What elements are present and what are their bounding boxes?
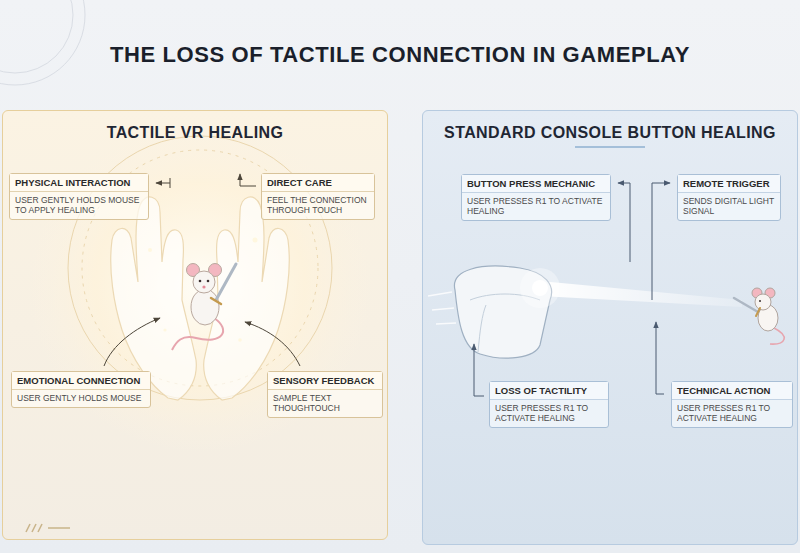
streak — [428, 292, 452, 296]
ornament-ring — [0, 0, 85, 85]
callout-heading: EMOTIONAL CONNECTION — [12, 372, 150, 390]
callout-body: SAMPLE TEXT THOUGHTOUCH — [268, 390, 382, 417]
callout-box: EMOTIONAL CONNECTIONUSER GENTLY HOLDS MO… — [11, 371, 151, 408]
callout-body: USER GENTLY HOLDS MOUSE TO APPLY HEALING — [10, 192, 148, 219]
callout-box: PHYSICAL INTERACTIONUSER GENTLY HOLDS MO… — [9, 173, 149, 220]
glow — [532, 280, 548, 296]
callout-body: FEEL THE CONNECTION THROUGH TOUCH — [262, 192, 374, 219]
slash — [26, 524, 30, 532]
sword-blade — [734, 298, 758, 312]
panel: STANDARD CONSOLE BUTTON HEALING BUTTON PR… — [422, 110, 798, 545]
panel-heading: TACTILE VR HEALING — [3, 111, 387, 142]
callout-body: USER PRESSES R1 TO ACTIVATE HEALING — [490, 400, 608, 427]
sword-hilt — [211, 298, 221, 304]
mouse-head — [193, 271, 215, 293]
sparkle — [163, 328, 166, 331]
glow — [520, 268, 560, 308]
sparkle — [238, 338, 242, 342]
leader-line — [474, 344, 484, 396]
corner-ornament — [0, 0, 85, 85]
callout-box: DIRECT CAREFEEL THE CONNECTION THROUGH T… — [261, 173, 375, 220]
ornament-ring — [0, 0, 73, 73]
hand — [111, 197, 197, 400]
slash — [32, 524, 36, 532]
mouse-eye — [759, 300, 761, 302]
sword-blade — [216, 264, 236, 300]
mouse-eye — [199, 280, 202, 283]
callout-box: LOSS OF TACTILITYUSER PRESSES R1 TO ACTI… — [489, 381, 609, 428]
callout-body: USER GENTLY HOLDS MOUSE — [12, 390, 150, 407]
cupped-hands — [111, 197, 290, 400]
light-beam — [540, 281, 742, 307]
leader-line — [156, 178, 170, 188]
sparkles — [148, 238, 258, 342]
leader-line — [104, 318, 160, 366]
callout-heading: PHYSICAL INTERACTION — [10, 174, 148, 192]
callout-box: TECHNICAL ACTIONUSER PRESSES R1 TO ACTIV… — [671, 381, 793, 428]
controller — [454, 266, 560, 358]
panel: TACTILE VR HEALINGPHYSICAL INTERACTIONUS… — [2, 110, 388, 540]
sword-hilt — [756, 308, 760, 316]
callout-body: SENDS DIGITAL LIGHT SIGNAL — [678, 193, 780, 220]
leader-line — [652, 183, 670, 300]
mouse-eye — [207, 280, 210, 283]
streak — [436, 323, 456, 324]
panel-heading: STANDARD CONSOLE BUTTON HEALING — [423, 111, 797, 142]
leader-line — [245, 322, 300, 366]
callout-body: USER PRESSES R1 TO ACTIVATE HEALING — [672, 400, 792, 427]
slash — [38, 524, 42, 532]
trigger-seam — [478, 305, 486, 352]
motion-streaks — [428, 292, 456, 324]
mouse-figure — [172, 264, 236, 351]
mouse-body — [191, 289, 219, 325]
mouse-head — [755, 294, 771, 310]
leader-line — [240, 174, 256, 186]
diagram-title: THE LOSS OF TACTILE CONNECTION IN GAMEPL… — [0, 42, 800, 68]
mouse-figure — [734, 288, 784, 344]
callout-heading: BUTTON PRESS MECHANIC — [462, 175, 610, 193]
callout-box: SENSORY FEEDBACKSAMPLE TEXT THOUGHTOUCH — [267, 371, 383, 418]
panel-ground — [422, 110, 798, 545]
slash — [48, 527, 70, 529]
leader-line — [618, 183, 630, 262]
sparkle — [148, 248, 152, 252]
callout-box: REMOTE TRIGGERSENDS DIGITAL LIGHT SIGNAL — [677, 174, 781, 221]
callout-body: USER PRESSES R1 TO ACTIVATE HEALING — [462, 193, 610, 220]
callout-heading: REMOTE TRIGGER — [678, 175, 780, 193]
hand — [204, 197, 290, 400]
streak — [432, 308, 454, 310]
heading-rule — [575, 146, 645, 148]
panel-ground — [2, 110, 388, 540]
mouse-nose — [202, 285, 205, 288]
leader-line — [656, 322, 664, 394]
callout-box: BUTTON PRESS MECHANICUSER PRESSES R1 TO … — [461, 174, 611, 221]
callout-heading: DIRECT CARE — [262, 174, 374, 192]
callout-heading: SENSORY FEEDBACK — [268, 372, 382, 390]
slash-ornament — [26, 524, 70, 532]
sparkle — [253, 238, 258, 243]
callout-heading: LOSS OF TACTILITY — [490, 382, 608, 400]
callout-heading: TECHNICAL ACTION — [672, 382, 792, 400]
